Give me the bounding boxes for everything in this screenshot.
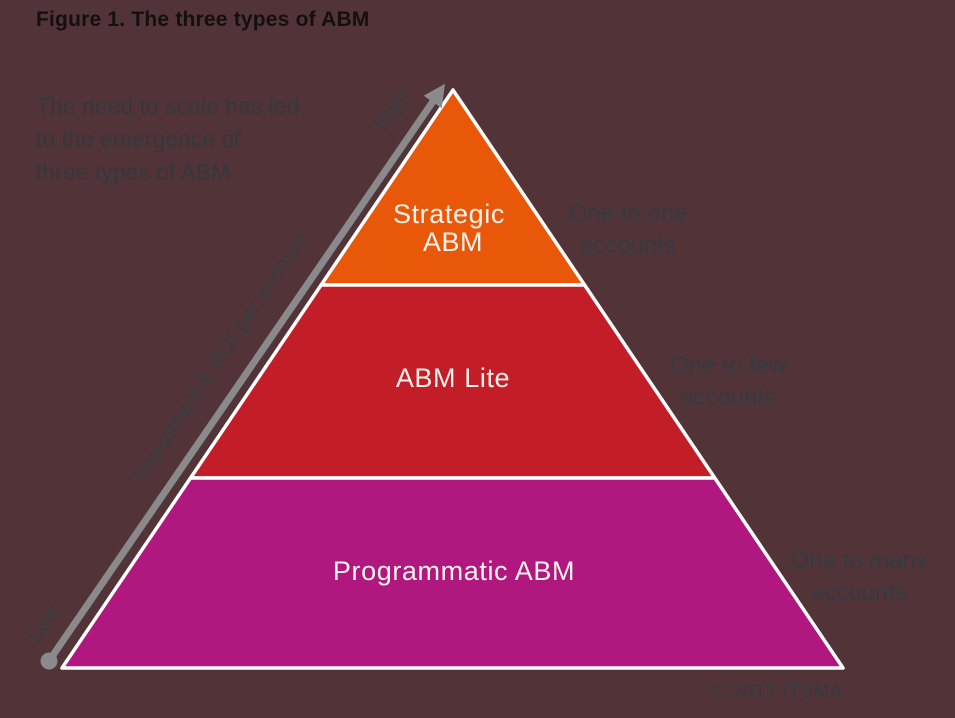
axis-high-label: High (369, 84, 413, 134)
audience-one-to-few: One to few accounts (608, 350, 848, 414)
tier-abm-lite-label: ABM Lite (396, 363, 510, 393)
tier-programmatic-abm-label: Programmatic ABM (333, 556, 575, 586)
copyright-text: © 2017 ITSMA (712, 681, 843, 702)
axis-low-label: Low (23, 600, 65, 646)
audience-one-to-many-line-1: One to many (790, 547, 928, 574)
audience-one-to-many-line-2: accounts (810, 579, 908, 606)
axis-origin-dot (40, 652, 58, 670)
figure-title: Figure 1. The three types of ABM (36, 8, 370, 31)
intro-text: The need to scale has led to the emergen… (36, 90, 299, 189)
intro-line-2: to the emergence of (36, 126, 241, 152)
audience-one-to-one-line-2: accounts (579, 232, 677, 259)
investment-axis-arrow (46, 83, 446, 663)
audience-one-to-many: One to many accounts (739, 545, 955, 609)
audience-one-to-few-line-2: accounts (679, 384, 777, 411)
audience-one-to-one-line-1: One to one (568, 200, 688, 227)
tier-strategic-abm-label: Strategic ABM (393, 199, 513, 257)
audience-one-to-one: One to one accounts (508, 198, 748, 262)
tier-programmatic-abm (60, 476, 845, 670)
intro-line-1: The need to scale has led (36, 93, 300, 119)
audience-one-to-few-line-1: One to few (669, 352, 787, 379)
intro-line-3: three types of ABM (36, 159, 231, 185)
